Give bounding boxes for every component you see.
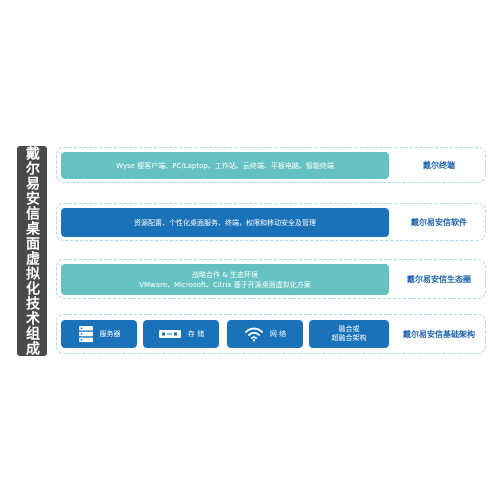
infra-storage: 存 储 [143, 320, 219, 348]
ecosystem-bar-line1: 战略合作 & 生态环境 [192, 270, 258, 279]
software-bar: 资源配置、个性化桌面服务、终端，权限和移动安全及管理 [61, 208, 389, 237]
infra-hci-label: 融合或 超融合架构 [331, 325, 367, 342]
ecosystem-label: 戴尔易安信生态圈 [407, 275, 471, 284]
infra-network-label: 网 络 [269, 329, 287, 338]
infrastructure-label: 戴尔易安信基础架构 [403, 330, 475, 339]
side-title: 戴尔易安信桌面虚拟化技术组成 [24, 146, 40, 356]
storage-icon [158, 330, 181, 338]
ecosystem-bar: 战略合作 & 生态环境 VMware、Microsoft、Citrix 基于开源… [61, 264, 389, 295]
layer-ecosystem: 战略合作 & 生态环境 VMware、Microsoft、Citrix 基于开源… [56, 259, 486, 299]
software-bar-text: 资源配置、个性化桌面服务、终端，权限和移动安全及管理 [134, 218, 316, 227]
infra-network: 网 络 [227, 320, 303, 348]
layer-endpoint: Wyse 瘦客户端、PC/Laptop、工作站、云终端、平板电脑、智能终端 戴尔… [56, 147, 486, 183]
software-label: 戴尔易安信软件 [411, 218, 467, 227]
ecosystem-bar-line2: VMware、Microsoft、Citrix 基于开源桌面虚拟化方案 [139, 280, 311, 289]
endpoint-label: 戴尔终端 [423, 161, 455, 170]
layer-software: 资源配置、个性化桌面服务、终端，权限和移动安全及管理 戴尔易安信软件 [56, 203, 486, 241]
server-icon [78, 326, 93, 343]
wifi-icon [244, 327, 263, 342]
layer-infrastructure: 服务器 存 储 网 络 融合或 超融合架构 戴尔易安信基础架构 [56, 314, 486, 354]
endpoint-bar: Wyse 瘦客户端、PC/Laptop、工作站、云终端、平板电脑、智能终端 [61, 152, 389, 179]
side-banner: 戴尔易安信桌面虚拟化技术组成 [17, 146, 47, 356]
endpoint-bar-text: Wyse 瘦客户端、PC/Laptop、工作站、云终端、平板电脑、智能终端 [116, 161, 334, 170]
infra-server-label: 服务器 [99, 329, 121, 338]
infra-server: 服务器 [61, 320, 137, 348]
infra-storage-label: 存 储 [187, 329, 205, 338]
infra-hci: 融合或 超融合架构 [309, 320, 389, 348]
